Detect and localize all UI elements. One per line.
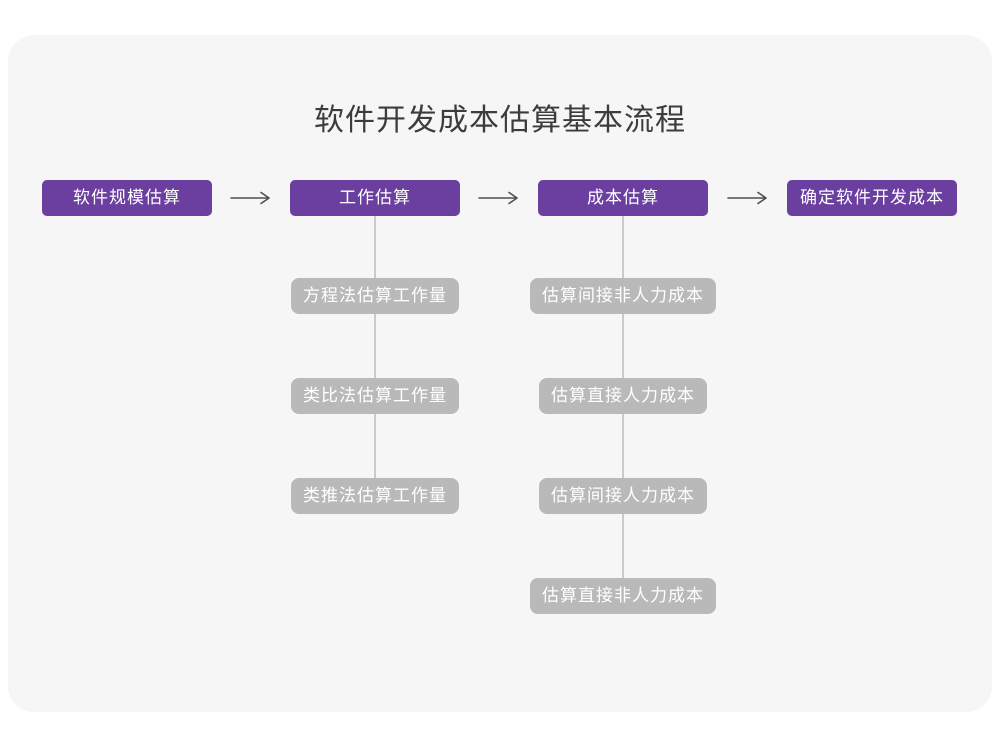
substep-extrapolation-method-effort: 类推法估算工作量 <box>291 478 459 514</box>
step-work-estimation: 工作估算 <box>290 180 460 216</box>
diagram-card <box>8 35 992 712</box>
page-title: 软件开发成本估算基本流程 <box>314 104 686 137</box>
step-software-scale-estimation: 软件规模估算 <box>42 180 212 216</box>
substep-analogy-method-effort: 类比法估算工作量 <box>291 378 459 414</box>
flow-arrow-icon <box>727 191 767 205</box>
substep-direct-nonlabor-cost: 估算直接非人力成本 <box>530 578 716 614</box>
substep-indirect-labor-cost: 估算间接人力成本 <box>539 478 707 514</box>
step-cost-estimation: 成本估算 <box>538 180 708 216</box>
substep-indirect-nonlabor-cost: 估算间接非人力成本 <box>530 278 716 314</box>
substep-equation-method-effort: 方程法估算工作量 <box>291 278 459 314</box>
connector-line-work-estimation <box>374 216 376 496</box>
step-determine-development-cost: 确定软件开发成本 <box>787 180 957 216</box>
flow-arrow-icon <box>478 191 518 205</box>
flow-arrow-icon <box>230 191 270 205</box>
substep-direct-labor-cost: 估算直接人力成本 <box>539 378 707 414</box>
